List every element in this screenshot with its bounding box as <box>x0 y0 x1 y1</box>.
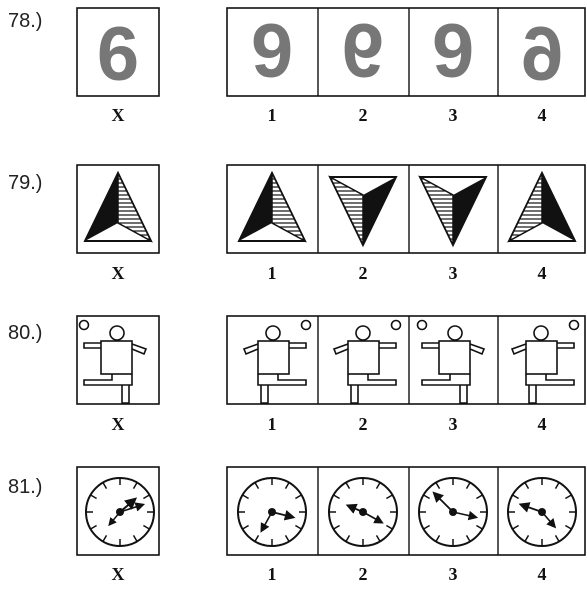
q80-x-box <box>76 315 160 405</box>
q80-figure <box>76 315 586 405</box>
q79-label-1: 1 <box>267 263 277 283</box>
q78-label-2: 2 <box>358 105 368 125</box>
q81-x-clock <box>85 477 155 547</box>
q81-figure <box>76 466 586 556</box>
question-number-81: 81.) <box>8 476 43 498</box>
q79-label-2: 2 <box>358 263 368 283</box>
q80-label-4: 4 <box>537 414 547 434</box>
q78-label-1: 1 <box>267 105 277 125</box>
q78-label-4: 4 <box>537 105 547 125</box>
q78-options-box <box>226 7 586 97</box>
q80-options-box <box>226 315 586 405</box>
q80-label-x: X <box>111 414 125 434</box>
q78-option-4-digit: 6 <box>521 12 563 97</box>
q81-option-1-clock <box>237 477 307 547</box>
question-number-79: 79.) <box>8 172 43 194</box>
q81-label-3: 3 <box>448 564 458 584</box>
q80-label-1: 1 <box>267 414 277 434</box>
q78-x-digit: 6 <box>97 12 139 97</box>
q81-option-4-clock <box>507 477 577 547</box>
q79-figure <box>76 164 586 254</box>
q79-label-3: 3 <box>448 263 458 283</box>
q78-option-3-digit: 6 <box>432 7 474 92</box>
q79-label-4: 4 <box>537 263 547 283</box>
q78-option-1-digit: 6 <box>251 7 293 92</box>
q81-option-2-clock <box>328 477 398 547</box>
q81-label-1: 1 <box>267 564 277 584</box>
q81-label-4: 4 <box>537 564 547 584</box>
q80-label-2: 2 <box>358 414 368 434</box>
q81-label-2: 2 <box>358 564 368 584</box>
q78-option-2-digit: 6 <box>342 7 384 92</box>
q78-label-x: X <box>111 105 125 125</box>
question-number-78: 78.) <box>8 10 43 32</box>
q81-option-3-clock <box>418 477 488 547</box>
q78-x-box <box>76 7 160 97</box>
question-number-80: 80.) <box>8 322 43 344</box>
q78-figure: 6 6 6 6 6 <box>76 7 586 97</box>
q78-label-3: 3 <box>448 105 458 125</box>
q80-label-3: 3 <box>448 414 458 434</box>
q79-label-x: X <box>111 263 125 283</box>
q81-label-x: X <box>111 564 125 584</box>
